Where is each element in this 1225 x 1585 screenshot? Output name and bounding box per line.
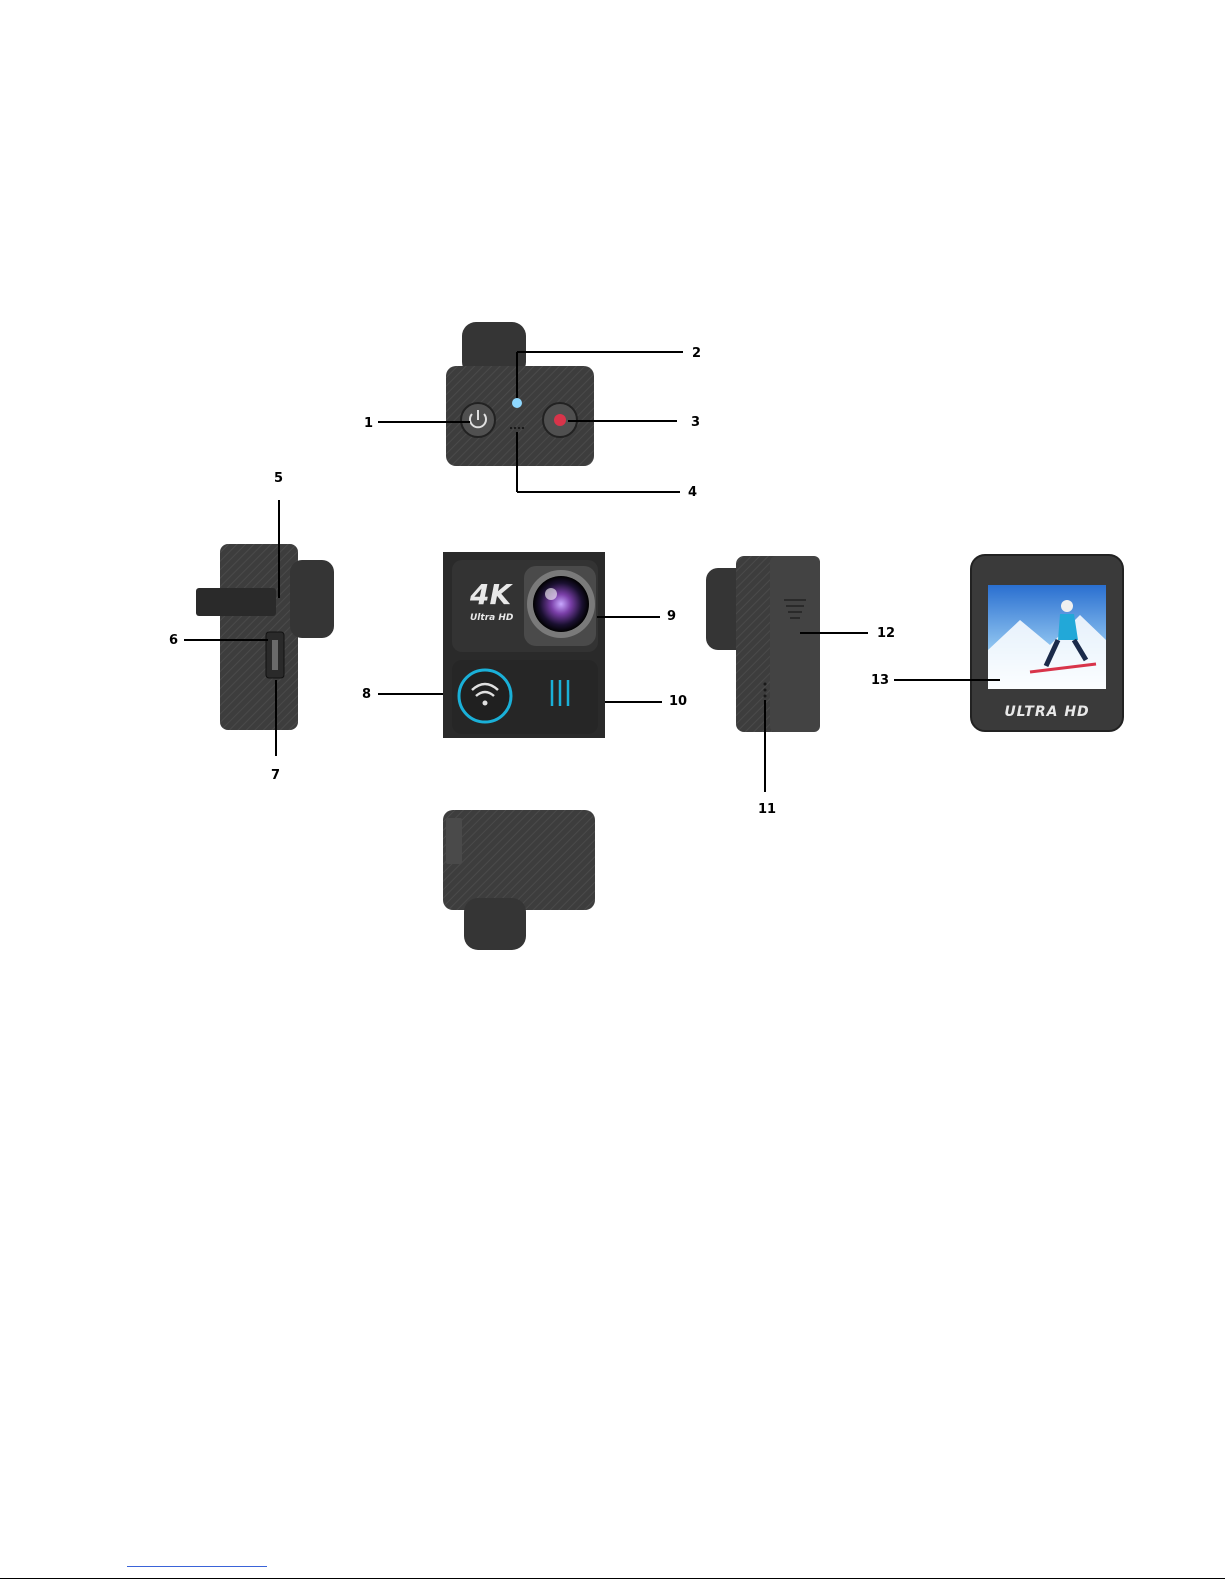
callout-7: 7 <box>271 768 280 783</box>
usb-port <box>272 640 278 670</box>
callout-8: 8 <box>362 687 371 702</box>
lens-knob-side <box>290 560 334 638</box>
badge-4k: 4K <box>469 578 513 611</box>
callout-9: 9 <box>667 609 676 624</box>
footer-link-underline <box>127 1566 267 1567</box>
callout-13: 13 <box>871 673 889 688</box>
badge-ultra-hd: Ultra HD <box>470 613 514 623</box>
wifi-button <box>459 670 511 722</box>
callout-3: 3 <box>691 415 700 430</box>
camera-left-side-view <box>196 544 334 730</box>
camera-top-view <box>446 322 594 466</box>
callout-1: 1 <box>364 416 373 431</box>
lens-icon <box>524 566 596 646</box>
callout-2: 2 <box>692 346 701 361</box>
callout-5: 5 <box>274 471 283 486</box>
bottom-latch <box>446 818 462 864</box>
record-icon <box>554 414 566 426</box>
power-button <box>461 403 495 437</box>
left-body <box>220 544 298 730</box>
speaker-holes <box>764 683 767 698</box>
camera-bottom-view <box>443 810 595 950</box>
bottom-body <box>443 810 595 910</box>
port-cover-flap <box>196 588 276 616</box>
callout-11: 11 <box>758 802 776 817</box>
callout-6: 6 <box>169 633 178 648</box>
camera-right-side-view <box>706 556 820 732</box>
callout-4: 4 <box>688 485 697 500</box>
lens-knob-bottom <box>464 898 526 950</box>
callout-10: 10 <box>669 694 687 709</box>
battery-door <box>770 556 820 732</box>
camera-back-view: ULTRA HD <box>971 555 1123 731</box>
screen-caption: ULTRA HD <box>1004 704 1089 720</box>
footer-rule <box>0 1578 1225 1579</box>
indicator-led <box>512 398 522 408</box>
camera-front-view: 4K Ultra HD <box>443 552 605 738</box>
callout-12: 12 <box>877 626 895 641</box>
